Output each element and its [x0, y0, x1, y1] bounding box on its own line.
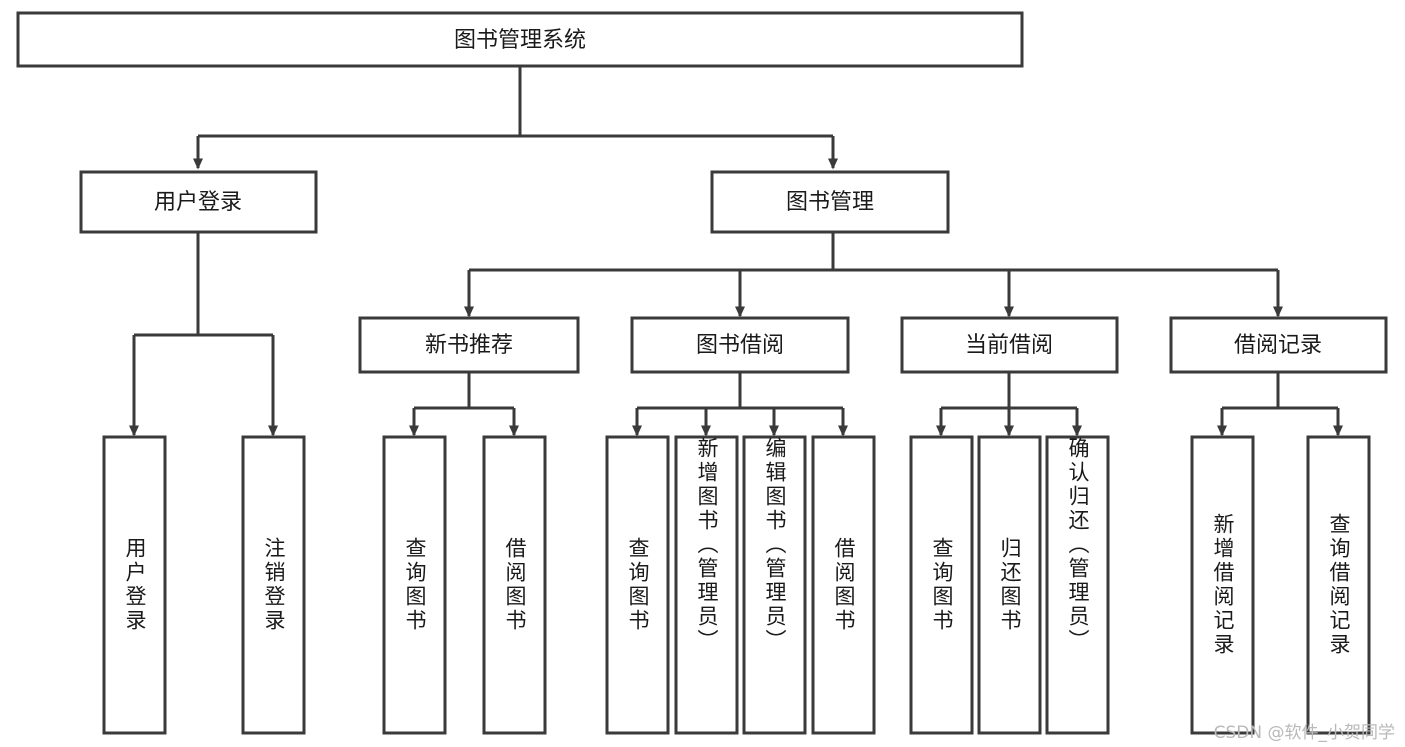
node-book-manage-box[interactable]	[710, 170, 950, 234]
node-leaf-borrow-book-2-box[interactable]	[811, 435, 876, 735]
node-root-box[interactable]	[16, 11, 1024, 68]
edge-group-root	[193, 66, 838, 170]
node-borrow-record-box[interactable]	[1169, 316, 1388, 374]
node-leaf-query-record-box[interactable]	[1306, 435, 1371, 735]
node-root-label: 图书管理系统	[454, 28, 586, 53]
node-book-manage[interactable]: 图书管理	[710, 170, 950, 234]
node-leaf-query-book-2-box[interactable]	[605, 435, 670, 735]
node-borrow-record-label: 借阅记录	[1234, 333, 1322, 358]
edge-group-borrow-record	[1217, 372, 1343, 437]
node-book-manage-label: 图书管理	[786, 190, 874, 215]
edge-group-book-manage	[464, 232, 1283, 318]
node-book-borrow[interactable]: 图书借阅	[630, 316, 850, 374]
node-leaf-confirm-return-box[interactable]	[1045, 435, 1110, 735]
watermark-text: CSDN @软件_小贺同学	[1213, 723, 1395, 743]
edge-group-current-borrow	[936, 372, 1082, 437]
edge-group-book-borrow	[632, 372, 848, 437]
node-new-book-recommend-box[interactable]	[358, 316, 580, 374]
node-user-login-box[interactable]	[79, 170, 318, 234]
node-leaf-query-book-1-box[interactable]	[382, 435, 447, 735]
node-leaf-borrow-book-1-box[interactable]	[482, 435, 547, 735]
node-user-login-label: 用户登录	[154, 190, 242, 215]
node-user-login[interactable]: 用户登录	[79, 170, 318, 234]
node-borrow-record[interactable]: 借阅记录	[1169, 316, 1388, 374]
node-leaf-edit-book-box[interactable]	[742, 435, 807, 735]
node-leaf-return-book-box[interactable]	[977, 435, 1042, 735]
node-book-borrow-box[interactable]	[630, 316, 850, 374]
node-leaf-logout-login-box[interactable]	[241, 435, 306, 735]
node-leaf-add-book-box[interactable]	[674, 435, 739, 735]
edge-group-user-login	[129, 232, 278, 437]
node-leaf-add-record-box[interactable]	[1190, 435, 1255, 735]
node-book-borrow-label: 图书借阅	[696, 333, 784, 358]
node-current-borrow-box[interactable]	[900, 316, 1119, 374]
node-leaf-query-book-3-box[interactable]	[909, 435, 974, 735]
node-current-borrow[interactable]: 当前借阅	[900, 316, 1119, 374]
node-root[interactable]: 图书管理系统	[16, 11, 1024, 68]
node-new-book-recommend[interactable]: 新书推荐	[358, 316, 580, 374]
node-new-book-recommend-label: 新书推荐	[425, 333, 513, 358]
edge-group-new-book-recommend	[409, 372, 519, 437]
node-current-borrow-label: 当前借阅	[965, 333, 1053, 358]
node-leaf-user-login-box[interactable]	[102, 435, 167, 735]
